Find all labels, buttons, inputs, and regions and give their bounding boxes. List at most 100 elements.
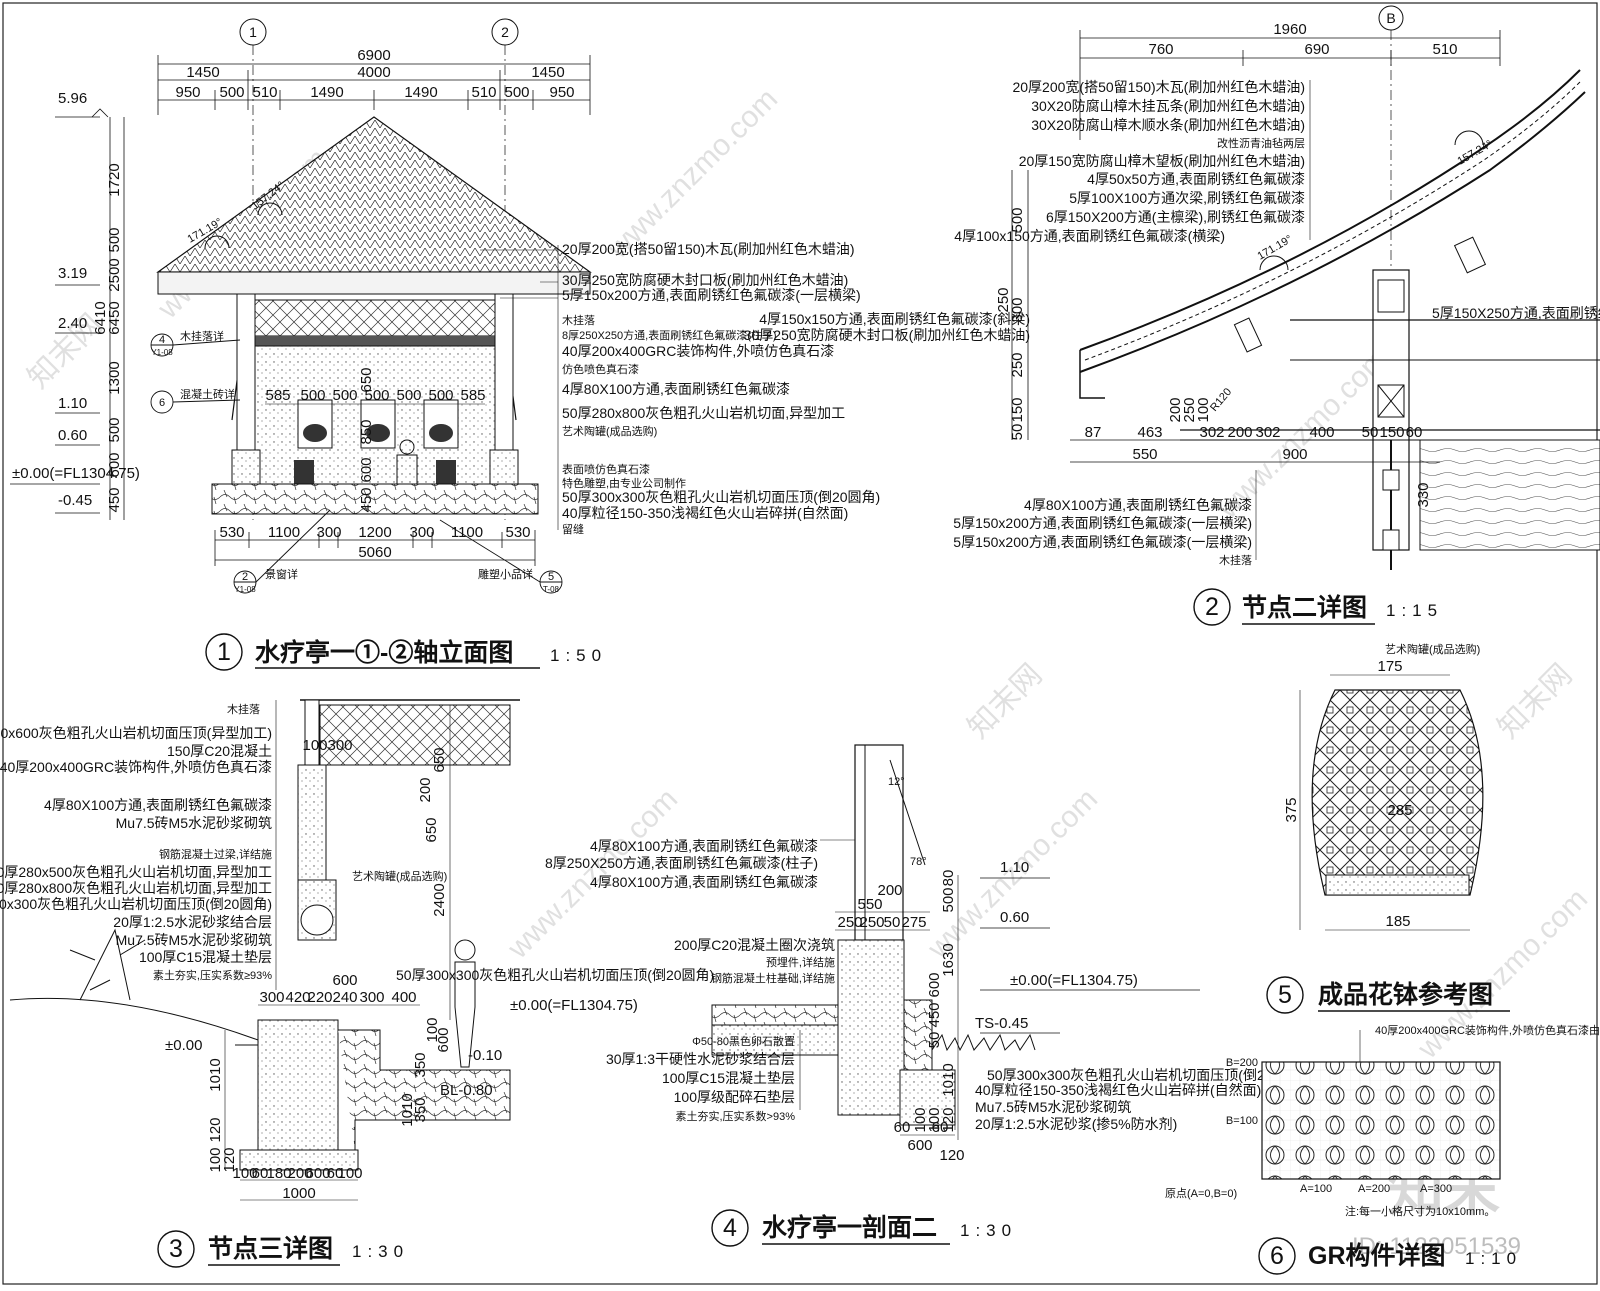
d3-right-vdim: 350 — [412, 1097, 429, 1122]
d1-inner-vdim: 650 — [358, 367, 375, 392]
d2-mid-dim: 200 — [1167, 397, 1184, 422]
d1-bottom-dim: 1100 — [268, 524, 300, 541]
d1-bottom-dim: 530 — [219, 524, 244, 541]
d3-vdim: 650 — [431, 747, 448, 772]
d1-top-dim: 1450 — [531, 64, 564, 81]
d1-callout: 50厚300x300灰色粗孔火山岩机切面压顶(倒20圆角) — [562, 489, 880, 505]
d2-callout: 30厚250宽防腐硬木封口板(刷加州红色木蜡油) — [744, 327, 1030, 343]
d3-right-vdim: 350 — [412, 1052, 429, 1077]
d4-callout: 100厚级配碎石垫层 — [674, 1089, 795, 1105]
d2-bottom-dim: 87 — [1085, 424, 1102, 441]
d1-inner-dim: 500 — [396, 387, 421, 404]
d6-footnote: 注:每一小格尺寸为10x10mm。 — [1345, 1204, 1495, 1218]
d1-ref-sheet: Y1-08 — [151, 348, 173, 357]
d2-bottom-dim: 200 — [1227, 424, 1252, 441]
d2-callout: 5厚150X250方通,表面刷锈红色氟碳漆(二层横梁) — [1432, 305, 1600, 321]
d1-bottom-dim: 1200 — [358, 524, 391, 541]
d4-callout: 20厚1:2.5水泥砂浆(掺5%防水剂) — [975, 1116, 1177, 1132]
d1-bottom-dim: 1100 — [451, 524, 483, 541]
d5-title: 成品花钵参考图 — [1318, 980, 1493, 1009]
d5-height-dim: 375 — [1283, 797, 1300, 822]
d3-title-num: 3 — [169, 1235, 183, 1263]
d2-bottom-dim: 400 — [1309, 424, 1334, 441]
d3-callout: 50厚280x500灰色粗孔火山岩机切面,异型加工 — [0, 864, 272, 880]
d2-left-dim: 300 — [1009, 297, 1026, 322]
d4-vdim: 1630 — [940, 943, 957, 976]
d4-hdim: 275 — [901, 914, 926, 931]
pavilion-roof — [156, 116, 592, 273]
d3-callout: 50厚280x800灰色粗孔火山岩机切面,异型加工 — [0, 880, 272, 896]
d1-callout: 4厚80X100方通,表面刷锈红色氟碳漆 — [562, 381, 790, 397]
watermark-brand: 知末网 — [962, 658, 1049, 745]
d1-left-dim: 500 — [106, 417, 123, 442]
d2-callout: 20厚200宽(搭50留150)木瓦(刷加州红色木蜡油) — [1012, 79, 1305, 95]
d1-inner-dim: 585 — [265, 387, 290, 404]
d2-bottom-dim: 150 — [1379, 424, 1404, 441]
d4-hdim: 250 — [837, 914, 862, 931]
d3-hdim: 240 — [332, 989, 357, 1006]
d3-bottom-dim: 60 — [252, 1165, 269, 1182]
d1-elev: -0.45 — [58, 492, 92, 509]
d4-vdim: 100 — [912, 1107, 929, 1132]
d1-inner-vdim: 450 — [358, 487, 375, 512]
d2-left-dim: 250 — [1009, 352, 1026, 377]
d2-top-dim: 510 — [1432, 41, 1457, 58]
d2-bottom-dim: 302 — [1199, 424, 1224, 441]
d6-a-label: A=200 — [1358, 1183, 1390, 1195]
d4-scale: 1:30 — [960, 1221, 1017, 1240]
watermark-text: www.znzmo.com — [1411, 882, 1594, 1065]
d2-callout: 20厚150宽防腐山樟木望板(刷加州红色木蜡油) — [1019, 153, 1305, 169]
d1-left-dim: 500 — [106, 227, 123, 252]
d2-mid-dim: 100 — [1195, 397, 1212, 422]
d4-callout: 100厚C15混凝土垫层 — [662, 1070, 795, 1086]
d4-callout: Mu7.5砖M5水泥砂浆砌筑 — [975, 1099, 1131, 1115]
d1-elev: 2.40 — [58, 315, 87, 332]
d2-callout: 5厚150x200方通,表面刷锈红色氟碳漆(一层横梁) — [953, 534, 1252, 550]
d5-bottom-dim: 185 — [1385, 913, 1410, 930]
d4-callout: 4厚80X100方通,表面刷锈红色氟碳漆 — [590, 874, 818, 890]
d6-title-num: 6 — [1270, 1242, 1284, 1270]
d1-top-dim: 1450 — [186, 64, 219, 81]
d2-mid-dim: R120 — [1208, 386, 1234, 414]
d2-left-dim: 50 — [1009, 424, 1026, 441]
d2-scale: 1:15 — [1386, 601, 1443, 620]
d3-elev: -0.10 — [468, 1047, 502, 1064]
d2-callout: 30X20防腐山樟木顺水条(刷加州红色木蜡油) — [1031, 117, 1305, 133]
d4-hdim: 50 — [884, 914, 901, 931]
d2-callout: 改性沥青油毡两层 — [1217, 136, 1305, 150]
d6-title: GR构件详图 — [1308, 1241, 1446, 1270]
d2-callout: 4厚80X100方通,表面刷锈红色氟碳漆 — [1024, 497, 1252, 513]
d1-left-dim: 450 — [106, 487, 123, 512]
d3-callout: 70厚300x600灰色粗孔火山岩机切面压顶(异型加工) — [0, 725, 272, 741]
d1-inner-dim: 500 — [300, 387, 325, 404]
d4-vdim: 500 — [940, 887, 957, 912]
d1-left-dim: 1720 — [106, 163, 123, 196]
d1-callout: 30厚250宽防腐硬木封口板(刷加州红色木蜡油) — [562, 272, 848, 288]
d1-ref-num: 2 — [242, 571, 248, 583]
d1-ref-text: 雕塑小品详 — [478, 567, 533, 581]
d3-callout: 艺术陶罐(成品选购) — [352, 869, 447, 883]
d2-bottom-dim: 302 — [1255, 424, 1280, 441]
d1-elev: 0.60 — [58, 427, 87, 444]
axis-2-label: 2 — [501, 24, 509, 40]
d2-axis: B — [1386, 10, 1395, 26]
d1-callout: 表面喷仿色真石漆 — [562, 462, 650, 476]
d3-right-vdim: 600 — [435, 1027, 452, 1052]
d3-callout: 40厚200x400GRC装饰构件,外喷仿色真石漆 — [0, 759, 272, 775]
d4-bottom-dim: 600 — [907, 1137, 932, 1154]
d6-b-label: B=100 — [1226, 1115, 1258, 1127]
d1-inner-dim: 500 — [428, 387, 453, 404]
d4-vdim: 200 — [877, 882, 902, 899]
d1-callout: 留缝 — [562, 522, 584, 536]
d4-angle: 78° — [910, 856, 927, 868]
drawing-6-grc-detail: 40厚200x400GRC装饰构件,外喷仿色真石漆由专业公司制作。 B=200 … — [1165, 1023, 1600, 1275]
d2-callout: 6厚150X200方通(主檩梁),刷锈红色氟碳漆 — [1046, 209, 1305, 225]
d3-hdim: 300 — [259, 989, 284, 1006]
d3-hdim: 300 — [359, 989, 384, 1006]
d3-callout: 150厚C20混凝土 — [167, 743, 272, 759]
d1-ref-num: 6 — [159, 397, 165, 409]
d2-callout: 30X20防腐山樟木挂瓦条(刷加州红色木蜡油) — [1031, 98, 1305, 114]
d5-mid-dim: 285 — [1387, 802, 1412, 819]
wood-hanging-lattice — [254, 299, 496, 337]
